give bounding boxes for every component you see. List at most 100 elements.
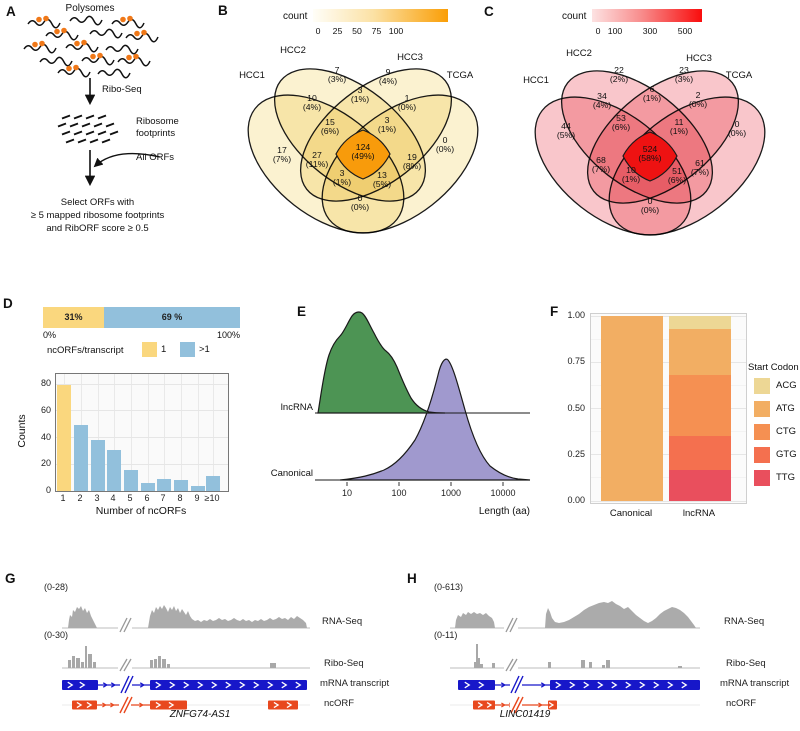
panel-h-letter: H xyxy=(407,571,417,586)
proportion-axis-left: 0% xyxy=(43,330,57,340)
venn-b-center-region xyxy=(335,129,391,180)
g-gene-name: ZNFG74-AS1 xyxy=(169,709,231,720)
length-axis-tick: 100 xyxy=(391,488,407,498)
venn-c-region-hcc1_hcc2: 34(4%) xyxy=(592,90,612,111)
f-segment-lncRNA-GTG xyxy=(669,436,731,470)
lncrna-density-curve xyxy=(317,311,446,414)
venn-b-region-hcc2_only: 7(3%) xyxy=(327,64,347,85)
venn-c-set-label-hcc1: HCC1 xyxy=(523,75,549,86)
venn-c-region-hcc1_only: 44(5%) xyxy=(556,120,576,141)
f-y-tick: 0.75 xyxy=(567,356,585,367)
venn-c-region-all: 524(58%) xyxy=(638,143,662,164)
venn-c-region-hcc2_hcc3_tcga: 11(1%) xyxy=(669,116,689,137)
f-y-tick: 0.50 xyxy=(567,402,585,413)
hist-y-tick: 40 xyxy=(40,431,51,442)
hist-bar-7 xyxy=(157,478,171,491)
ncorf-histogram xyxy=(55,373,229,492)
venn-c-set-label-tcga: TCGA xyxy=(725,70,753,81)
row-label-canonical: Canonical xyxy=(270,468,313,479)
g-rnaseq-coverage xyxy=(68,606,97,628)
start-codon-stacked-bars xyxy=(590,313,747,504)
venn-b-region-hcc1_hcc3_tcga: 19(8%) xyxy=(402,151,422,172)
g-rnaseq-coverage xyxy=(148,605,307,628)
hist-bar-9 xyxy=(191,485,205,491)
f-legend-label-CTG: CTG xyxy=(776,426,797,437)
venn-c-region-hcc1_hcc2_tcga: 68(7%) xyxy=(591,154,611,175)
canonical-density-curve xyxy=(339,358,531,481)
venn-b-region-hcc1_hcc2_hcc3: 15(6%) xyxy=(320,116,340,137)
proportion-axis-right: 100% xyxy=(216,330,240,340)
venn-c-scale-tick: 500 xyxy=(677,26,693,36)
hist-x-tick: 4 xyxy=(110,493,116,503)
venn-b-region-hcc1_hcc2: 10(4%) xyxy=(302,92,322,113)
length-axis-tick: 1000 xyxy=(440,488,462,498)
venn-b-color-scale xyxy=(313,9,448,22)
g-track-rnaseq: RNA-Seq xyxy=(322,616,363,627)
f-category-canonical: Canonical xyxy=(609,508,653,519)
panel-c-letter: C xyxy=(484,4,494,19)
hist-bar-4 xyxy=(107,449,121,491)
f-legend-swatch-CTG xyxy=(754,424,770,440)
f-y-tick: 1.00 xyxy=(567,310,585,320)
start-codon-legend-title: Start Codon xyxy=(748,362,799,373)
f-y-tick: 0.25 xyxy=(567,448,585,459)
f-legend-label-TTG: TTG xyxy=(776,472,795,483)
venn-c-region-tcga_only: 0(0%) xyxy=(727,118,747,139)
f-legend-swatch-ACG xyxy=(754,378,770,394)
select-orfs-line1: Select ORFs with xyxy=(60,197,135,208)
f-legend-swatch-GTG xyxy=(754,447,770,463)
venn-c-center-region xyxy=(622,131,678,182)
f-segment-lncRNA-ACG xyxy=(669,316,731,329)
venn-c-region-hcc1_hcc3_tcga: 61(7%) xyxy=(690,157,710,178)
venn-b-region-hcc3_tcga: 1(0%) xyxy=(397,92,417,113)
venn-c-region-hcc1_tcga: 0(0%) xyxy=(640,195,660,216)
ncorf-legend-title: ncORFs/transcript xyxy=(47,345,124,356)
venn-b-region-hcc1_hcc2_tcga: 27(11%) xyxy=(305,149,329,170)
length-axis-tick: 10 xyxy=(341,488,352,498)
hist-x-tick: 1 xyxy=(60,493,66,503)
hist-y-tick: 60 xyxy=(40,404,51,415)
hist-y-tick: 80 xyxy=(40,378,51,388)
curved-arrow-icon xyxy=(93,152,161,168)
hist-x-tick: 8 xyxy=(177,493,183,503)
hist-x-tick: 2 xyxy=(77,493,83,503)
h-riboseq-range: (0-11) xyxy=(434,630,458,640)
genome-browser-tracks xyxy=(62,601,700,714)
f-segment-lncRNA-CTG xyxy=(669,375,731,437)
h-gene-name: LINC01419 xyxy=(499,709,551,720)
g-mrna-exon xyxy=(62,680,98,690)
venn-c-region-hcc2_hcc3: 6(1%) xyxy=(642,83,662,104)
venn-c-region-hcc3_only: 23(3%) xyxy=(674,64,694,85)
proportion-segment: 69 % xyxy=(104,307,240,328)
venn-diagram-c xyxy=(525,54,775,254)
hist-x-tick: 7 xyxy=(160,493,166,503)
h-rnaseq-coverage xyxy=(545,601,696,628)
h-track-ncorf: ncORF xyxy=(726,698,757,709)
f-segment-lncRNA-ATG xyxy=(669,328,731,376)
panel-g-letter: G xyxy=(5,571,16,586)
venn-c-region-hcc3_tcga: 2(0%) xyxy=(688,89,708,110)
venn-b-scale-tick: 100 xyxy=(388,26,404,36)
g-riboseq-range: (0-30) xyxy=(44,630,69,640)
venn-b-region-hcc1_hcc3: 3(1%) xyxy=(332,167,352,188)
venn-c-region-hcc2_tcga: 51(6%) xyxy=(667,165,687,186)
hist-x-tick: 3 xyxy=(94,493,100,503)
f-segment-lncRNA-TTG xyxy=(669,469,731,501)
h-track-rnaseq: RNA-Seq xyxy=(724,616,765,627)
g-ncorf-exon xyxy=(150,700,187,710)
select-orfs-line3: and RibORF score ≥ 0.5 xyxy=(46,223,149,234)
ribosome-footprints-icon xyxy=(57,114,119,144)
hist-bar-3 xyxy=(91,440,105,491)
f-y-tick: 0.00 xyxy=(567,495,585,505)
venn-b-region-all: 124(49%) xyxy=(351,141,375,162)
panel-b-letter: B xyxy=(218,3,228,18)
hist-bar-8 xyxy=(174,480,188,491)
all-orfs-label: All ORFs xyxy=(136,152,174,163)
f-legend-label-ATG: ATG xyxy=(776,403,795,414)
venn-b-region-hcc2_tcga: 13(5%) xyxy=(372,169,392,190)
venn-c-scale-tick: 300 xyxy=(642,26,658,36)
length-density-plot xyxy=(315,311,531,486)
h-track-riboseq: Ribo-Seq xyxy=(726,658,766,669)
venn-c-color-scale xyxy=(592,9,702,22)
hist-x-axis-label: Number of ncORFs xyxy=(95,505,187,517)
